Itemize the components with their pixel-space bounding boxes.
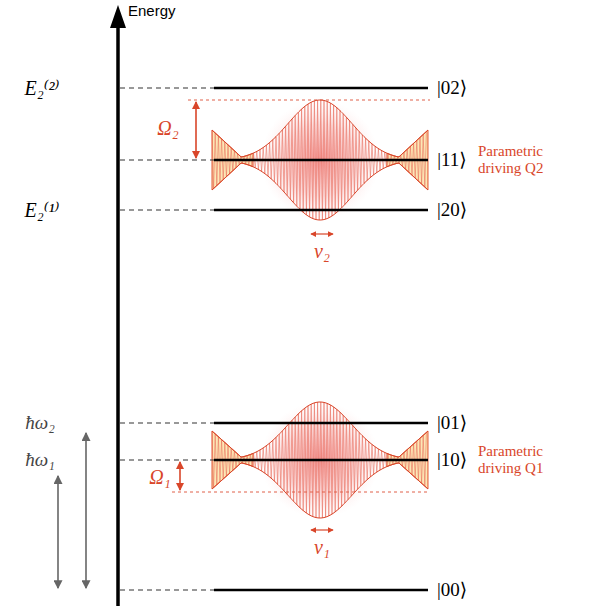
guide-line — [120, 589, 214, 590]
detuning-arrow — [179, 462, 181, 490]
drive-note: Parametric driving Q2 — [478, 143, 590, 178]
guide-line — [120, 159, 214, 160]
energy-levels — [214, 88, 428, 590]
state-ket: |20⟩ — [437, 199, 467, 221]
energy-level — [214, 589, 428, 592]
frequency-label: ν₂ — [314, 240, 330, 263]
guide-line — [120, 459, 214, 460]
guide-line — [120, 87, 214, 88]
coupling-label: Ω₂ — [157, 117, 178, 140]
energy-label: E₂⁽²⁾ — [25, 77, 60, 100]
energy-axis — [116, 24, 120, 606]
detuning-lines — [172, 100, 430, 492]
pulse-envelope — [212, 100, 428, 157]
energy-level — [214, 159, 428, 162]
transition-energy: ħω₂ — [25, 412, 55, 434]
guide-lines — [120, 88, 214, 590]
pulse-envelope — [212, 402, 428, 457]
pulse-envelope — [212, 463, 428, 518]
detuning-line — [172, 492, 430, 493]
state-ket: |11⟩ — [437, 149, 467, 171]
frequency-label: ν₁ — [314, 536, 330, 559]
pulse — [212, 100, 428, 220]
detuning-arrow — [195, 102, 197, 158]
energy-level — [214, 422, 428, 425]
drive-note: Parametric driving Q1 — [478, 443, 590, 478]
coupling-label: Ω₁ — [149, 466, 170, 489]
energy-level — [214, 459, 428, 462]
energy-level — [214, 87, 428, 90]
detuning-line — [188, 100, 430, 101]
transition-arrow — [57, 476, 59, 588]
axis-title: Energy — [128, 2, 176, 19]
frequency-arrow — [311, 233, 333, 234]
state-ket: |00⟩ — [437, 579, 467, 601]
pulse-envelope — [212, 163, 428, 220]
state-ket: |10⟩ — [437, 449, 467, 471]
transition-arrow — [85, 433, 87, 588]
transition-energy: ħω₁ — [25, 449, 55, 471]
guide-line — [120, 422, 214, 423]
state-ket: |02⟩ — [437, 77, 467, 99]
axis-arrowhead — [110, 5, 126, 28]
guide-line — [120, 209, 214, 210]
state-ket: |01⟩ — [437, 412, 467, 434]
energy-level — [214, 209, 428, 212]
energy-label: E₂⁽¹⁾ — [25, 199, 60, 222]
frequency-arrow — [311, 529, 333, 530]
parametric-pulses — [212, 100, 428, 518]
pulse — [212, 402, 428, 518]
